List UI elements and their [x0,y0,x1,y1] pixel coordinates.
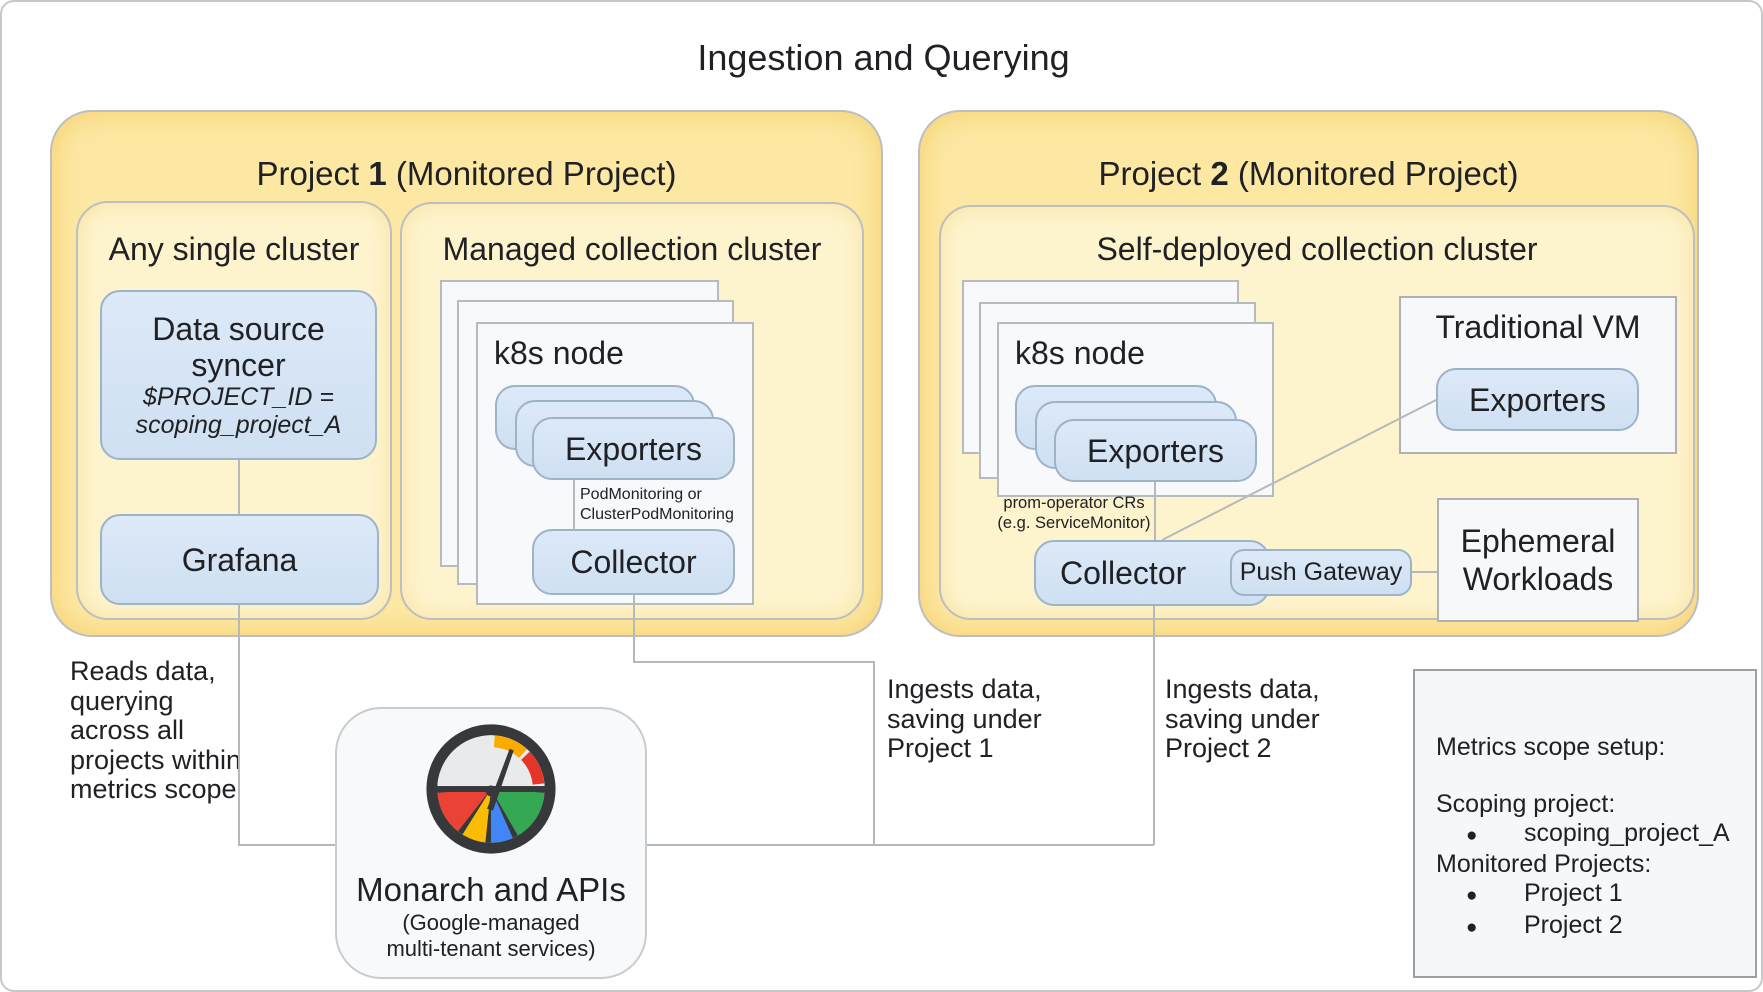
project-1-title: Project 1 (Monitored Project) [50,154,883,194]
monitoring-gauge-icon [426,724,556,854]
traditional-vm-header: Traditional VM [1435,309,1641,345]
syncer-param-line2: scoping_project_A [135,411,342,439]
monarch-subtitle-line1: (Google-managed [402,910,580,935]
monitored-project-item-1: ● Project 1 [1436,879,1755,911]
project-1-title-name: Project [256,155,369,192]
metrics-scope-box: Metrics scope setup: Scoping project: ● … [1413,669,1757,978]
pod-monitoring-note-line1: PodMonitoring or [580,486,702,503]
project-1-title-number: 1 [368,155,387,192]
ingests-project2-annotation: Ingests data, saving under Project 2 [1165,674,1320,763]
exporters-box-vm: Exporters [1436,368,1639,431]
monitored-project-1: Project 1 [1524,878,1623,907]
monitored-project-item-2: ● Project 2 [1436,911,1755,943]
monitored-projects-label: Monitored Projects: [1436,850,1652,879]
prom-operator-note-line1: prom-operator CRs [1003,494,1145,512]
monarch-subtitle-line2: multi-tenant services) [386,936,596,961]
syncer-label-line1: Data source [152,311,325,347]
self-deployed-cluster-header: Self-deployed collection cluster [1096,231,1538,267]
page-title: Ingestion and Querying [697,37,1070,78]
managed-cluster-header: Managed collection cluster [442,231,822,267]
monarch-title: Monarch and APIs [356,871,626,908]
grafana-box: Grafana [100,514,379,605]
reads-data-annotation: Reads data, querying across all projects… [70,656,242,804]
prom-operator-note: prom-operator CRs (e.g. ServiceMonitor) [992,494,1156,533]
k8s-node-label-p2: k8s node [1015,335,1145,371]
data-source-syncer-box: Data source syncer $PROJECT_ID = scoping… [100,290,377,460]
bullet-icon: ● [1466,916,1478,938]
push-gateway-box: Push Gateway [1230,549,1412,596]
bullet-icon: ● [1466,884,1478,906]
exporters-box-p1: Exporters [532,417,735,480]
collector-box-p1: Collector [532,529,735,595]
syncer-param-line1: $PROJECT_ID = [142,383,335,411]
metrics-scope-spacer [1436,762,1755,791]
project-2-title-qualifier: (Monitored Project) [1228,155,1519,192]
project-1-title-qualifier: (Monitored Project) [386,155,677,192]
scoping-project-item: ● scoping_project_A [1436,819,1755,851]
k8s-node-label-p1: k8s node [494,335,624,371]
scoping-project-label: Scoping project: [1436,790,1616,819]
project-2-title: Project 2 (Monitored Project) [918,154,1699,194]
exporters-label-p2: Exporters [1087,432,1224,469]
pod-monitoring-note-line2: ClusterPodMonitoring [580,506,734,523]
exporters-label-vm: Exporters [1469,381,1606,418]
push-gateway-label: Push Gateway [1239,558,1403,586]
prom-operator-note-line2: (e.g. ServiceMonitor) [997,513,1151,532]
monitored-project-2: Project 2 [1524,910,1623,939]
ingests-project1-annotation: Ingests data, saving under Project 1 [887,674,1042,763]
ephemeral-workloads-box: Ephemeral Workloads [1437,498,1639,622]
project-2-title-name: Project [1098,155,1211,192]
project-2-title-number: 2 [1210,155,1229,192]
monarch-box: Monarch and APIs (Google-managed multi-t… [335,707,647,979]
grafana-label: Grafana [181,541,298,578]
collector-label-p2: Collector [1060,555,1187,591]
exporters-box-p2: Exporters [1054,419,1257,482]
bullet-icon: ● [1466,824,1478,846]
collector-label-p1: Collector [570,544,697,580]
pod-monitoring-note: PodMonitoring or ClusterPodMonitoring [580,485,755,525]
any-single-cluster-header: Any single cluster [108,231,360,267]
scoping-project-value: scoping_project_A [1524,818,1730,847]
ephemeral-line2: Workloads [1462,561,1614,597]
ephemeral-line1: Ephemeral [1460,523,1616,559]
metrics-scope-title: Metrics scope setup: [1436,733,1666,761]
exporters-label-p1: Exporters [565,430,702,467]
syncer-label-line2: syncer [191,347,286,383]
